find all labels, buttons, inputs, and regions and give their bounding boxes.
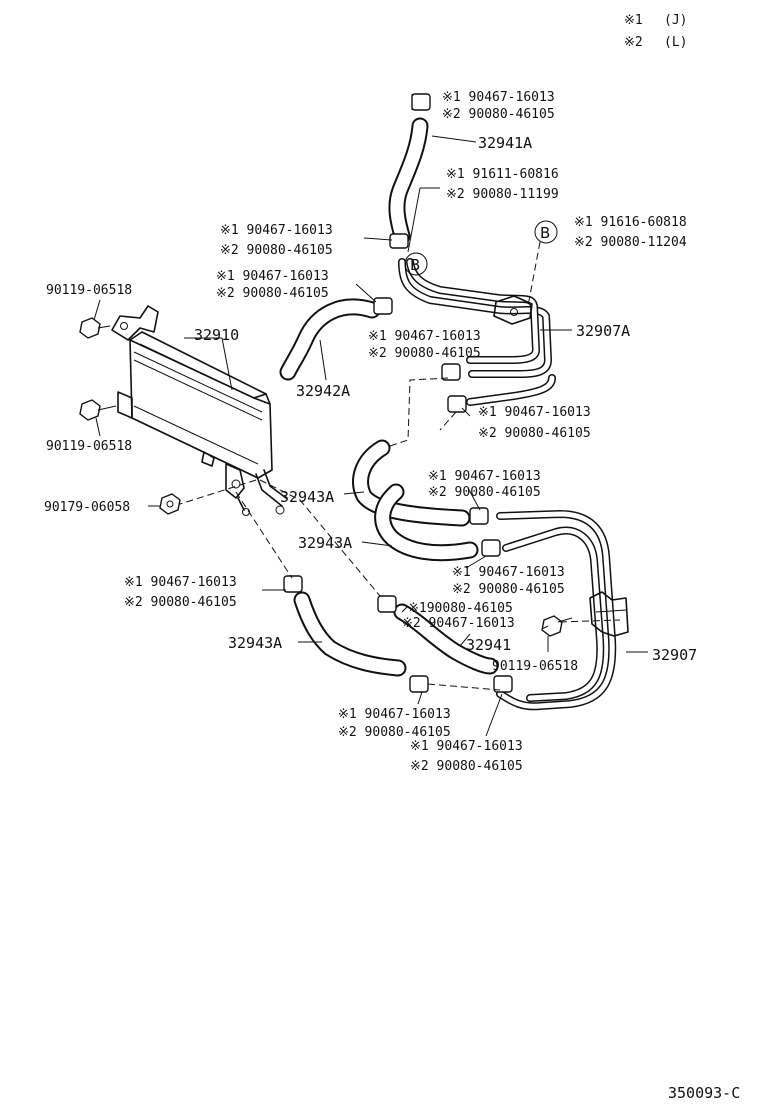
label-bolt-lower: 90119-06518: [46, 439, 132, 454]
callout-b-right: B: [534, 220, 558, 244]
hose-32943A-lower[interactable]: [293, 591, 407, 677]
leader-lines: [93, 135, 648, 737]
label-32941: 32941: [466, 636, 511, 654]
clip-bottom-2-icon[interactable]: [493, 675, 513, 693]
clip-center-3-icon[interactable]: [469, 507, 489, 525]
svg-text:※2 90080-11199: ※2 90080-11199: [446, 187, 559, 202]
svg-text:※1 91611-60816: ※1 91611-60816: [446, 167, 559, 182]
clip-center-1-icon[interactable]: [441, 363, 461, 381]
legend-code-1: (J): [664, 13, 687, 28]
label-32943A-2: 32943A: [298, 534, 352, 552]
hose-32941[interactable]: [393, 603, 499, 675]
tube-32907A[interactable]: [398, 258, 556, 406]
svg-text:※2 90080-46105: ※2 90080-46105: [452, 582, 565, 597]
svg-text:※1 90467-16013: ※1 90467-16013: [220, 223, 333, 238]
label-bolt-upper: 90119-06518: [46, 283, 132, 298]
bolt-upper-icon[interactable]: [79, 317, 111, 339]
dashed-connectors: [179, 241, 621, 691]
svg-text:※2 90080-46105: ※2 90080-46105: [216, 286, 329, 301]
svg-text:※1 90467-16013: ※1 90467-16013: [338, 707, 451, 722]
svg-text:※1 90467-16013: ※1 90467-16013: [368, 329, 481, 344]
hose-32943A-upper[interactable]: [352, 439, 471, 527]
svg-text:※2 90080-46105: ※2 90080-46105: [478, 426, 591, 441]
svg-text:※1 90467-16013: ※1 90467-16013: [124, 575, 237, 590]
tube-32907[interactable]: [496, 510, 629, 711]
label-32941A: 32941A: [478, 134, 532, 152]
svg-text:※190080-46105: ※190080-46105: [408, 601, 513, 616]
svg-text:※2 90080-46105: ※2 90080-46105: [428, 485, 541, 500]
svg-text:※2 90080-46105: ※2 90080-46105: [124, 595, 237, 610]
label-32907A: 32907A: [576, 322, 630, 340]
svg-text:※1 90467-16013: ※1 90467-16013: [442, 90, 555, 105]
callout-b-left: B: [404, 252, 428, 276]
svg-text:※1 90467-16013: ※1 90467-16013: [478, 405, 591, 420]
label-32943A-3: 32943A: [228, 634, 282, 652]
svg-text:※2 90080-46105: ※2 90080-46105: [368, 346, 481, 361]
bolt-lower-icon[interactable]: [79, 399, 117, 421]
svg-text:※1 90467-16013: ※1 90467-16013: [216, 269, 329, 284]
figure-id: 350093-C: [668, 1084, 740, 1102]
clip-center-2-icon[interactable]: [447, 395, 467, 413]
clip-center-4-icon[interactable]: [481, 539, 501, 557]
svg-text:※2 90467-16013: ※2 90467-16013: [402, 616, 515, 631]
svg-text:B: B: [540, 224, 550, 242]
clip-bottom-1-icon[interactable]: [409, 675, 429, 693]
svg-text:B: B: [410, 256, 420, 274]
oil-cooler-part[interactable]: [111, 305, 287, 516]
clip-top-icon[interactable]: [411, 93, 431, 111]
svg-text:※1 90467-16013: ※1 90467-16013: [452, 565, 565, 580]
svg-text:※2 90080-46105: ※2 90080-46105: [410, 759, 523, 774]
clip-left-2-icon[interactable]: [373, 297, 393, 315]
clip-left-1-icon[interactable]: [389, 233, 409, 249]
svg-text:※2 90080-46105: ※2 90080-46105: [338, 725, 451, 740]
label-32910: 32910: [194, 326, 239, 344]
label-32942A: 32942A: [296, 382, 350, 400]
hose-32942A[interactable]: [279, 298, 381, 381]
label-32943A-1: 32943A: [280, 488, 334, 506]
svg-text:※1 90467-16013: ※1 90467-16013: [410, 739, 523, 754]
label-nut: 90179-06058: [44, 500, 130, 515]
svg-text:※2 90080-46105: ※2 90080-46105: [442, 107, 555, 122]
alt-part-labels: ※1 90467-16013 ※2 90080-46105 ※1 91611-6…: [124, 90, 687, 774]
label-32907: 32907: [652, 646, 697, 664]
svg-text:※1 90467-16013: ※1 90467-16013: [428, 469, 541, 484]
part-labels: 32941A 32907A 32910 32942A 32943A 32943A…: [44, 134, 697, 674]
legend: ※1 (J) ※2 (L): [624, 13, 687, 50]
nut-icon[interactable]: [159, 493, 181, 515]
svg-text:※2 90080-11204: ※2 90080-11204: [574, 235, 687, 250]
legend-mark-2: ※2: [624, 35, 643, 50]
hose-32943A-middle[interactable]: [374, 483, 479, 562]
bolt-right-icon[interactable]: [541, 615, 573, 637]
legend-mark-1: ※1: [624, 13, 643, 28]
legend-code-2: (L): [664, 35, 687, 50]
clip-left-3-icon[interactable]: [283, 575, 303, 593]
clip-mid-swap-icon[interactable]: [377, 595, 397, 613]
svg-text:※1 91616-60818: ※1 91616-60818: [574, 215, 687, 230]
svg-text:※2 90080-46105: ※2 90080-46105: [220, 243, 333, 258]
hose-32941A[interactable]: [388, 117, 429, 245]
label-bolt-right: 90119-06518: [492, 659, 578, 674]
